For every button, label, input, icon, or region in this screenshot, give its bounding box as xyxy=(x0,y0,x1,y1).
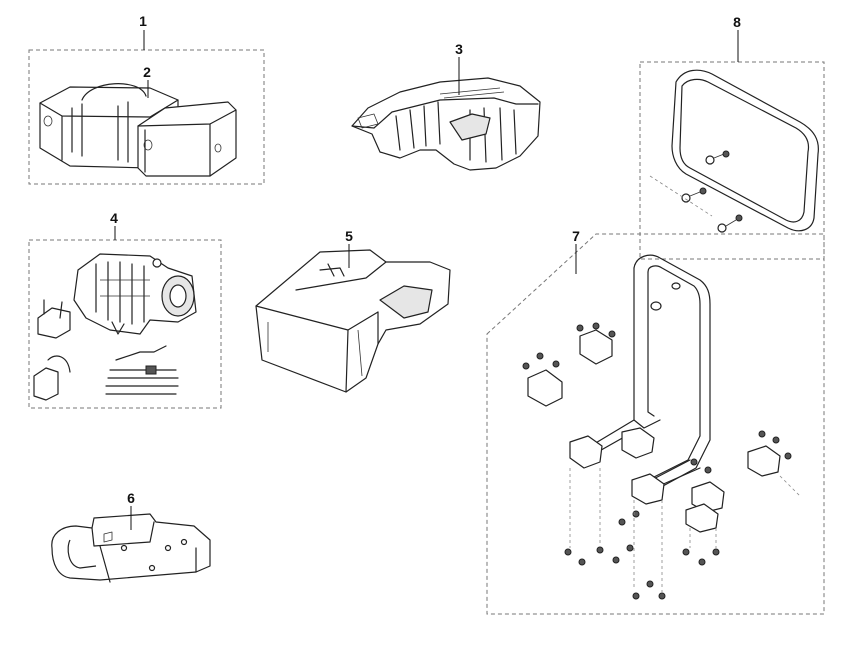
part-1-bag-set[interactable]: 1 2 xyxy=(28,13,265,185)
rack-guide-lines xyxy=(569,468,801,592)
part-7-dashed-frame xyxy=(486,233,825,615)
backrest-bolts xyxy=(649,150,743,233)
rack-tube xyxy=(573,254,711,497)
part-8-backrest[interactable]: 8 xyxy=(639,14,825,260)
callout-4-label: 4 xyxy=(110,210,118,226)
rack-mount-brackets xyxy=(527,329,781,533)
winch-switch xyxy=(33,355,71,401)
part-4-winch-kit[interactable]: 4 xyxy=(28,210,222,409)
part-3-rear-tray[interactable]: 3 xyxy=(351,41,541,171)
winch-solenoid xyxy=(37,299,71,339)
part-6-coupler[interactable]: 6 xyxy=(51,490,211,583)
part-2-saddle-bag[interactable] xyxy=(39,83,237,177)
part-4-dashed-frame xyxy=(28,239,222,409)
winch-body xyxy=(73,253,197,335)
part-8-dashed-frame xyxy=(639,61,825,260)
callout-5-label: 5 xyxy=(345,228,353,244)
callout-6-label: 6 xyxy=(127,490,135,506)
part-1-dashed-frame xyxy=(28,49,265,185)
callout-2-label: 2 xyxy=(143,64,151,80)
rack-fasteners xyxy=(522,322,792,600)
winch-cables xyxy=(105,345,179,395)
part-7-rear-rack[interactable]: 7 xyxy=(486,228,825,615)
callout-1-label: 1 xyxy=(139,13,147,29)
part-5-front-box[interactable]: 5 xyxy=(255,228,451,393)
callout-8-label: 8 xyxy=(733,14,741,30)
callout-7-label: 7 xyxy=(572,228,580,244)
callout-3-label: 3 xyxy=(455,41,463,57)
